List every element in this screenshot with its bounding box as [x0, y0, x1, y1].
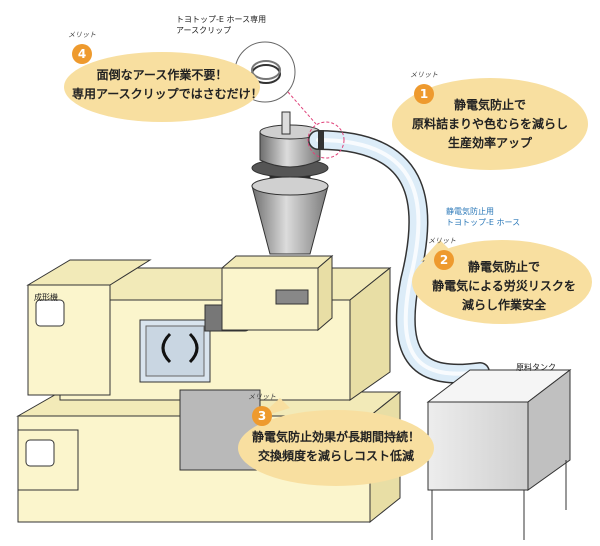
merit-3-line-1: 静電気防止効果が長期間持続！ [251, 430, 420, 444]
tank-label: 原料タンク [516, 363, 556, 372]
merit-1-line-1: 静電気防止で [453, 98, 526, 112]
merit-2-line-3: 減らし作業安全 [461, 298, 546, 312]
clip-label-line-2: アースクリップ [176, 26, 232, 35]
molding-machine [16, 254, 402, 524]
clip-label-line-1: トヨトップ-E ホース専用 [176, 15, 267, 24]
merit-2-line-1: 静電気防止で [467, 260, 540, 274]
merit-3-line-2: 交換頻度を減らしコスト低減 [257, 449, 414, 463]
hose-label: 静電気防止用 トヨトップ-E ホース [446, 206, 520, 228]
hopper [251, 111, 329, 255]
merit-number-3: 3 [252, 406, 272, 426]
merit-text-4: 面倒なアース作業不要！ 専用アースクリップではさむだけ！ [72, 66, 263, 104]
merit-bubble-3 [238, 410, 434, 486]
merit-text-1: 静電気防止で 原料詰まりや色むらを減らし 生産効率アップ [398, 96, 582, 153]
material-tank [426, 368, 572, 540]
hose-label-line-1: 静電気防止用 [446, 207, 494, 216]
merit-1-line-2: 原料詰まりや色むらを減らし [411, 117, 568, 131]
merit-tag-3: メリット [248, 393, 276, 401]
merit-4-line-1: 面倒なアース作業不要！ [96, 68, 228, 82]
clip-label: トヨトップ-E ホース専用 アースクリップ [176, 14, 266, 36]
hose-label-line-2: トヨトップ-E ホース [446, 218, 521, 227]
merit-number-1: 1 [414, 84, 434, 104]
hose [308, 130, 490, 384]
merit-bubble-4 [64, 52, 260, 122]
merit-tag-2: メリット [428, 237, 456, 245]
merit-text-3: 静電気防止効果が長期間持続！ 交換頻度を減らしコスト低減 [244, 428, 428, 466]
merit-tag-1: メリット [410, 71, 438, 79]
merit-2-line-2: 静電気による労災リスクを [432, 279, 576, 293]
merit-number-2: 2 [434, 250, 454, 270]
machine-label: 成形機 [34, 293, 58, 302]
merit-text-2: 静電気防止で 静電気による労災リスクを 減らし作業安全 [420, 258, 588, 315]
merit-4-line-2: 専用アースクリップではさむだけ！ [72, 87, 263, 101]
merit-number-4: 4 [72, 44, 92, 64]
merit-tag-4: メリット [68, 31, 96, 39]
merit-1-line-3: 生産効率アップ [447, 136, 532, 150]
